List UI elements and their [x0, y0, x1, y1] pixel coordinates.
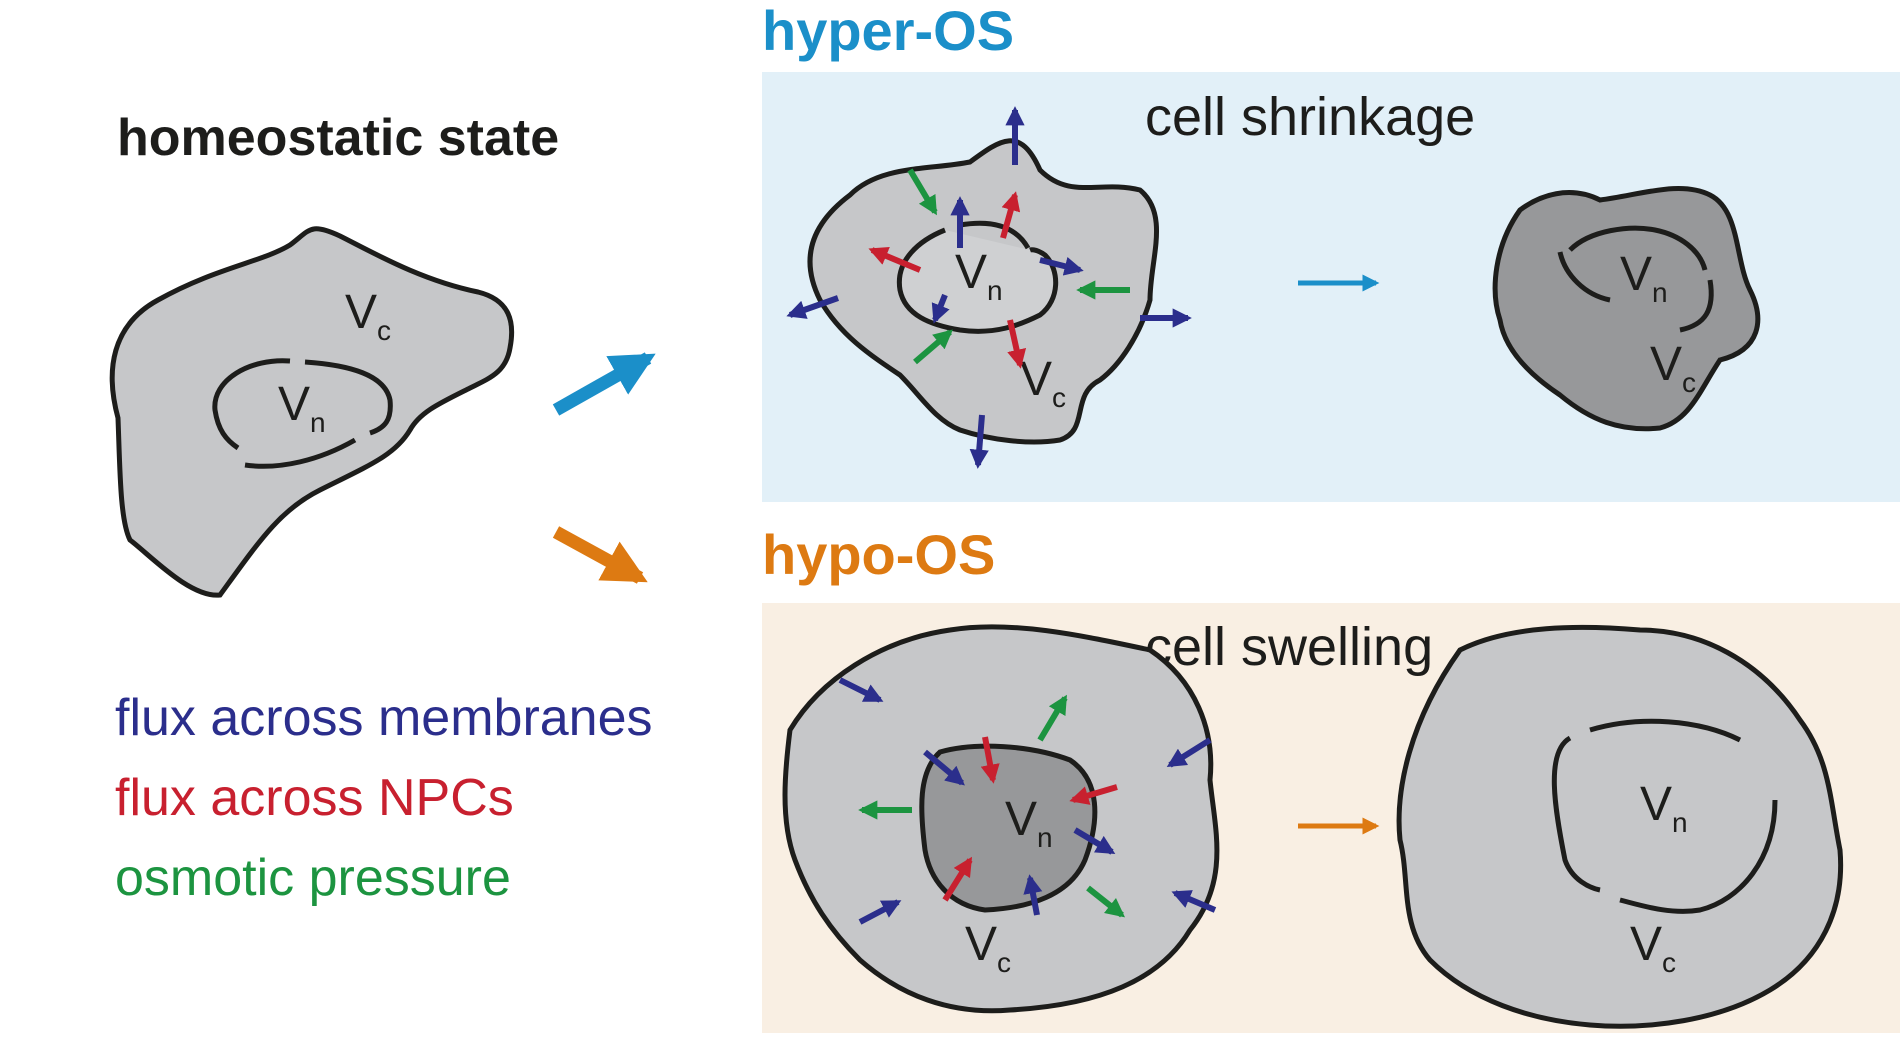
- hypo-os-title: hypo-OS: [762, 523, 995, 586]
- cell-shrinkage-caption: cell shrinkage: [1145, 87, 1475, 147]
- flux-membrane-arrow: [931, 293, 950, 324]
- flux-npc-arrow: [980, 736, 1000, 784]
- homeostatic-cell-membrane: [109, 226, 515, 598]
- flux-npc-arrow: [1000, 191, 1021, 239]
- legend-flux-npcs: flux across NPCs: [115, 769, 514, 827]
- flux-membrane-arrow: [1039, 256, 1084, 276]
- hyper-before-vc-label: Vc: [1020, 353, 1066, 413]
- hyper-os-title: hyper-OS: [762, 0, 1014, 62]
- cell-swelling-caption: cell swelling: [1145, 617, 1433, 677]
- flux-npc-arrow: [942, 856, 973, 902]
- legend-osmotic-pressure: osmotic pressure: [115, 849, 511, 907]
- flux-membrane-arrow: [1023, 874, 1043, 916]
- hypo-after-vc-label: Vc: [1630, 918, 1676, 978]
- legend: flux across membranes flux across NPCs o…: [115, 689, 653, 907]
- osmotic-pressure-arrow: [913, 329, 953, 365]
- legend-flux-membranes: flux across membranes: [115, 689, 653, 747]
- osmotic-pressure-arrow: [1037, 694, 1068, 742]
- homeostatic-vn-label: Vn: [278, 378, 326, 438]
- flux-npc-arrow: [868, 247, 922, 273]
- homeostatic-nuclear-envelope-segment: [244, 437, 357, 469]
- flux-membrane-arrow: [1171, 890, 1217, 913]
- hyper-os-cell-before: Vn Vc: [786, 106, 1192, 469]
- hyper-before-vn-label: Vn: [955, 246, 1003, 306]
- hypo-os-cell-after: Vn Vc: [1396, 624, 1844, 1029]
- hypo-after-vn-label: Vn: [1640, 778, 1688, 838]
- swollen-nuclear-envelope-segment: [1619, 799, 1778, 914]
- flux-membrane-arrow: [923, 749, 965, 786]
- hyper-after-vc-label: Vc: [1650, 338, 1696, 398]
- homeostatic-vc-label: Vc: [345, 286, 391, 346]
- flux-membrane-arrow: [838, 677, 884, 703]
- shrunken-nuclear-envelope-segment: [1557, 251, 1611, 303]
- hypo-direction-arrow: [552, 526, 648, 584]
- hypo-before-vc-label: Vc: [965, 918, 1011, 978]
- homeostatic-nuclear-envelope: [212, 358, 291, 451]
- swollen-nuclear-envelope: [1589, 718, 1742, 743]
- hyper-nuclear-envelope-segment: [959, 220, 1031, 250]
- hyper-after-vn-label: Vn: [1620, 248, 1668, 308]
- flux-npc-arrow: [1069, 784, 1118, 805]
- shrunken-nuclear-envelope-segment: [1679, 279, 1714, 333]
- flux-membrane-arrow: [969, 414, 989, 469]
- homeostatic-state-title: homeostatic state: [117, 109, 559, 167]
- osmotic-pressure-arrow: [1086, 885, 1126, 918]
- shrunken-nuclear-envelope: [1568, 225, 1708, 271]
- flux-npc-arrow: [1007, 319, 1027, 369]
- flux-membrane-arrow: [858, 899, 902, 925]
- hyper-os-cell-after: Vn Vc: [1492, 186, 1761, 432]
- hypo-before-vn-label: Vn: [1005, 793, 1053, 853]
- homeostatic-nuclear-envelope-segment: [304, 359, 393, 436]
- swollen-nuclear-envelope-segment: [1551, 735, 1601, 893]
- hypo-os-cell-before: Vn Vc: [782, 624, 1220, 1014]
- swollen-cell-membrane: [1396, 624, 1844, 1029]
- flux-membrane-arrow: [786, 295, 840, 319]
- flux-membrane-arrow: [1073, 827, 1116, 855]
- flux-membrane-arrow: [1166, 737, 1212, 768]
- homeostatic-cell: Vc Vn: [109, 226, 515, 598]
- osmotic-pressure-arrow: [907, 168, 938, 216]
- hyper-direction-arrow: [552, 352, 656, 416]
